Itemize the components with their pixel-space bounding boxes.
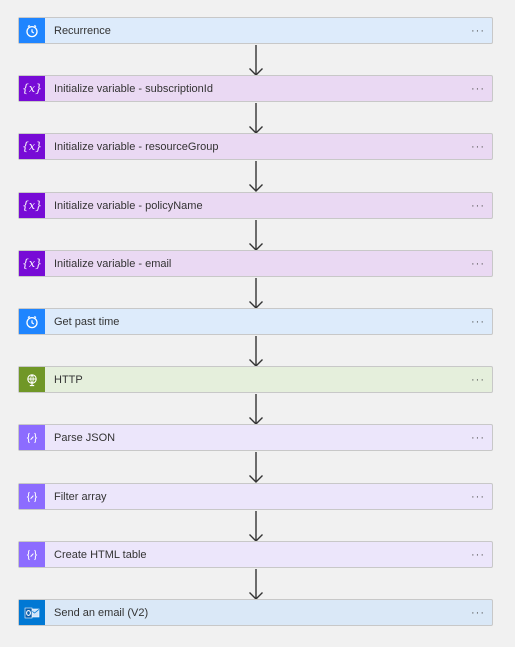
more-options-button[interactable]: ··· (471, 82, 485, 95)
flow-step-recurrence[interactable]: Recurrence ··· (18, 17, 493, 44)
flow-connector-arrow (246, 452, 266, 484)
more-options-button[interactable]: ··· (471, 24, 485, 37)
more-options-button[interactable]: ··· (471, 548, 485, 561)
more-options-button[interactable]: ··· (471, 606, 485, 619)
flow-step-label: Initialize variable - policyName (54, 199, 203, 212)
flow-step-create-html-table[interactable]: Create HTML table ··· (18, 541, 493, 568)
flow-connector-arrow (246, 45, 266, 77)
flow-step-label: Initialize variable - email (54, 257, 172, 270)
flow-step-send-an-email-v2[interactable]: Send an email (V2) ··· (18, 599, 493, 626)
more-options-button[interactable]: ··· (471, 199, 485, 212)
flow-step-filter-array[interactable]: Filter array ··· (18, 483, 493, 510)
more-options-button[interactable]: ··· (471, 315, 485, 328)
data-operation-icon (19, 484, 45, 509)
flow-step-label: Initialize variable - subscriptionId (54, 82, 213, 95)
flow-step-label: Initialize variable - resourceGroup (54, 140, 219, 153)
flow-step-label: Get past time (54, 315, 120, 328)
variable-glyph: {x} (21, 257, 43, 270)
flow-connector-arrow (246, 220, 266, 252)
variable-icon: {x} (19, 76, 45, 101)
flow-connector-arrow (246, 161, 266, 193)
data-operation-icon (19, 542, 45, 567)
more-options-button[interactable]: ··· (471, 373, 485, 386)
flow-step-label: Create HTML table (54, 548, 147, 561)
variable-glyph: {x} (21, 199, 43, 212)
flow-step-parse-json[interactable]: Parse JSON ··· (18, 424, 493, 451)
flow-step-label: HTTP (54, 373, 83, 386)
flow-connector-arrow (246, 569, 266, 601)
more-options-button[interactable]: ··· (471, 140, 485, 153)
flow-step-http[interactable]: HTTP ··· (18, 366, 493, 393)
flow-step-label: Recurrence (54, 24, 111, 37)
flow-step-label: Parse JSON (54, 431, 116, 444)
flow-step-initialize-variable-subscriptionid[interactable]: {x} Initialize variable - subscriptionId ·… (18, 75, 493, 102)
more-options-button[interactable]: ··· (471, 431, 485, 444)
flow-connector-arrow (246, 511, 266, 543)
flow-step-initialize-variable-resourcegroup[interactable]: {x} Initialize variable - resourceGroup ··… (18, 133, 493, 160)
clock-icon (19, 309, 45, 334)
flow-step-initialize-variable-policyname[interactable]: {x} Initialize variable - policyName ··· (18, 192, 493, 219)
flow-step-label: Send an email (V2) (54, 606, 149, 619)
more-options-button[interactable]: ··· (471, 257, 485, 270)
flow-step-label: Filter array (54, 490, 107, 503)
flow-connector-arrow (246, 278, 266, 310)
http-globe-icon (19, 367, 45, 392)
variable-icon: {x} (19, 251, 45, 276)
more-options-button[interactable]: ··· (471, 490, 485, 503)
flow-step-initialize-variable-email[interactable]: {x} Initialize variable - email ··· (18, 250, 493, 277)
flow-connector-arrow (246, 394, 266, 426)
clock-icon (19, 18, 45, 43)
flow-connector-arrow (246, 103, 266, 135)
outlook-icon (19, 600, 45, 625)
flow-connector-arrow (246, 336, 266, 368)
variable-icon: {x} (19, 193, 45, 218)
variable-glyph: {x} (21, 140, 43, 153)
variable-icon: {x} (19, 134, 45, 159)
variable-glyph: {x} (21, 82, 43, 95)
flow-step-get-past-time[interactable]: Get past time ··· (18, 308, 493, 335)
data-operation-icon (19, 425, 45, 450)
